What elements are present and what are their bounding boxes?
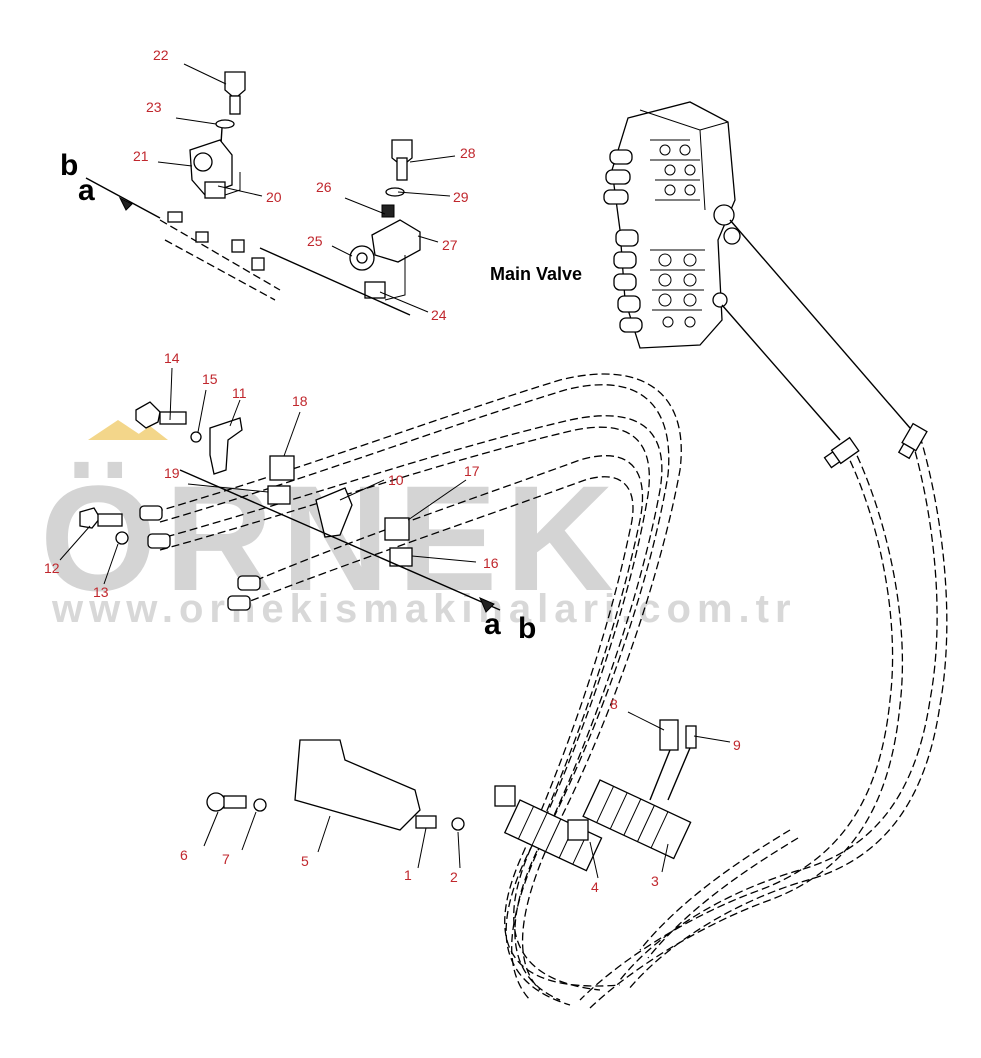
letter-a-top: a	[78, 174, 95, 207]
callout-27: 27	[442, 237, 458, 253]
callout-13: 13	[93, 584, 109, 600]
callout-26: 26	[316, 179, 332, 195]
hose-bundle	[154, 373, 948, 1009]
callout-8: 8	[610, 696, 618, 712]
letter-b-mid: b	[518, 612, 536, 645]
callout-3: 3	[651, 873, 659, 889]
callout-10: 10	[388, 472, 404, 488]
callout-14: 14	[164, 350, 180, 366]
watermark: ÖRNEK www.ornekismakinalari.com.tr	[40, 420, 797, 631]
callout-1: 1	[404, 867, 412, 883]
callout-4: 4	[591, 879, 599, 895]
lower-bracket-assembly	[206, 719, 697, 872]
callout-15: 15	[202, 371, 218, 387]
callout-18: 18	[292, 393, 308, 409]
watermark-url: www.ornekismakinalari.com.tr	[51, 587, 797, 631]
letter-b-top: b	[60, 149, 78, 182]
left-hose-fittings	[139, 505, 261, 611]
callout-9: 9	[733, 737, 741, 753]
top-left-bracket-assembly	[85, 71, 281, 301]
middle-clamp-assembly	[79, 401, 501, 613]
valve-leader-lines	[721, 219, 911, 441]
callout-22: 22	[153, 47, 169, 63]
main-valve-label: Main Valve	[490, 264, 582, 284]
callout-23: 23	[146, 99, 162, 115]
callout-24: 24	[431, 307, 447, 323]
callout-5: 5	[301, 853, 309, 869]
callout-29: 29	[453, 189, 469, 205]
callout-6: 6	[180, 847, 188, 863]
hose-end-fittings	[823, 422, 928, 469]
callout-leaders	[59, 63, 731, 879]
callout-25: 25	[307, 233, 323, 249]
callout-2: 2	[450, 869, 458, 885]
callout-17: 17	[464, 463, 480, 479]
callout-20: 20	[266, 189, 282, 205]
callout-numbers: 22 23 21 20 28 26 29 25 27 24 14 15 11 1…	[44, 47, 741, 895]
letter-a-mid: a	[484, 608, 501, 641]
callout-21: 21	[133, 148, 149, 164]
callout-19: 19	[164, 465, 180, 481]
callout-11: 11	[232, 385, 247, 401]
reference-letters: b a a b	[60, 149, 536, 645]
callout-7: 7	[222, 851, 230, 867]
callout-28: 28	[460, 145, 476, 161]
callout-12: 12	[44, 560, 60, 576]
main-valve-body: Main Valve	[490, 101, 741, 349]
top-center-bracket-assembly	[259, 139, 421, 316]
callout-16: 16	[483, 555, 499, 571]
